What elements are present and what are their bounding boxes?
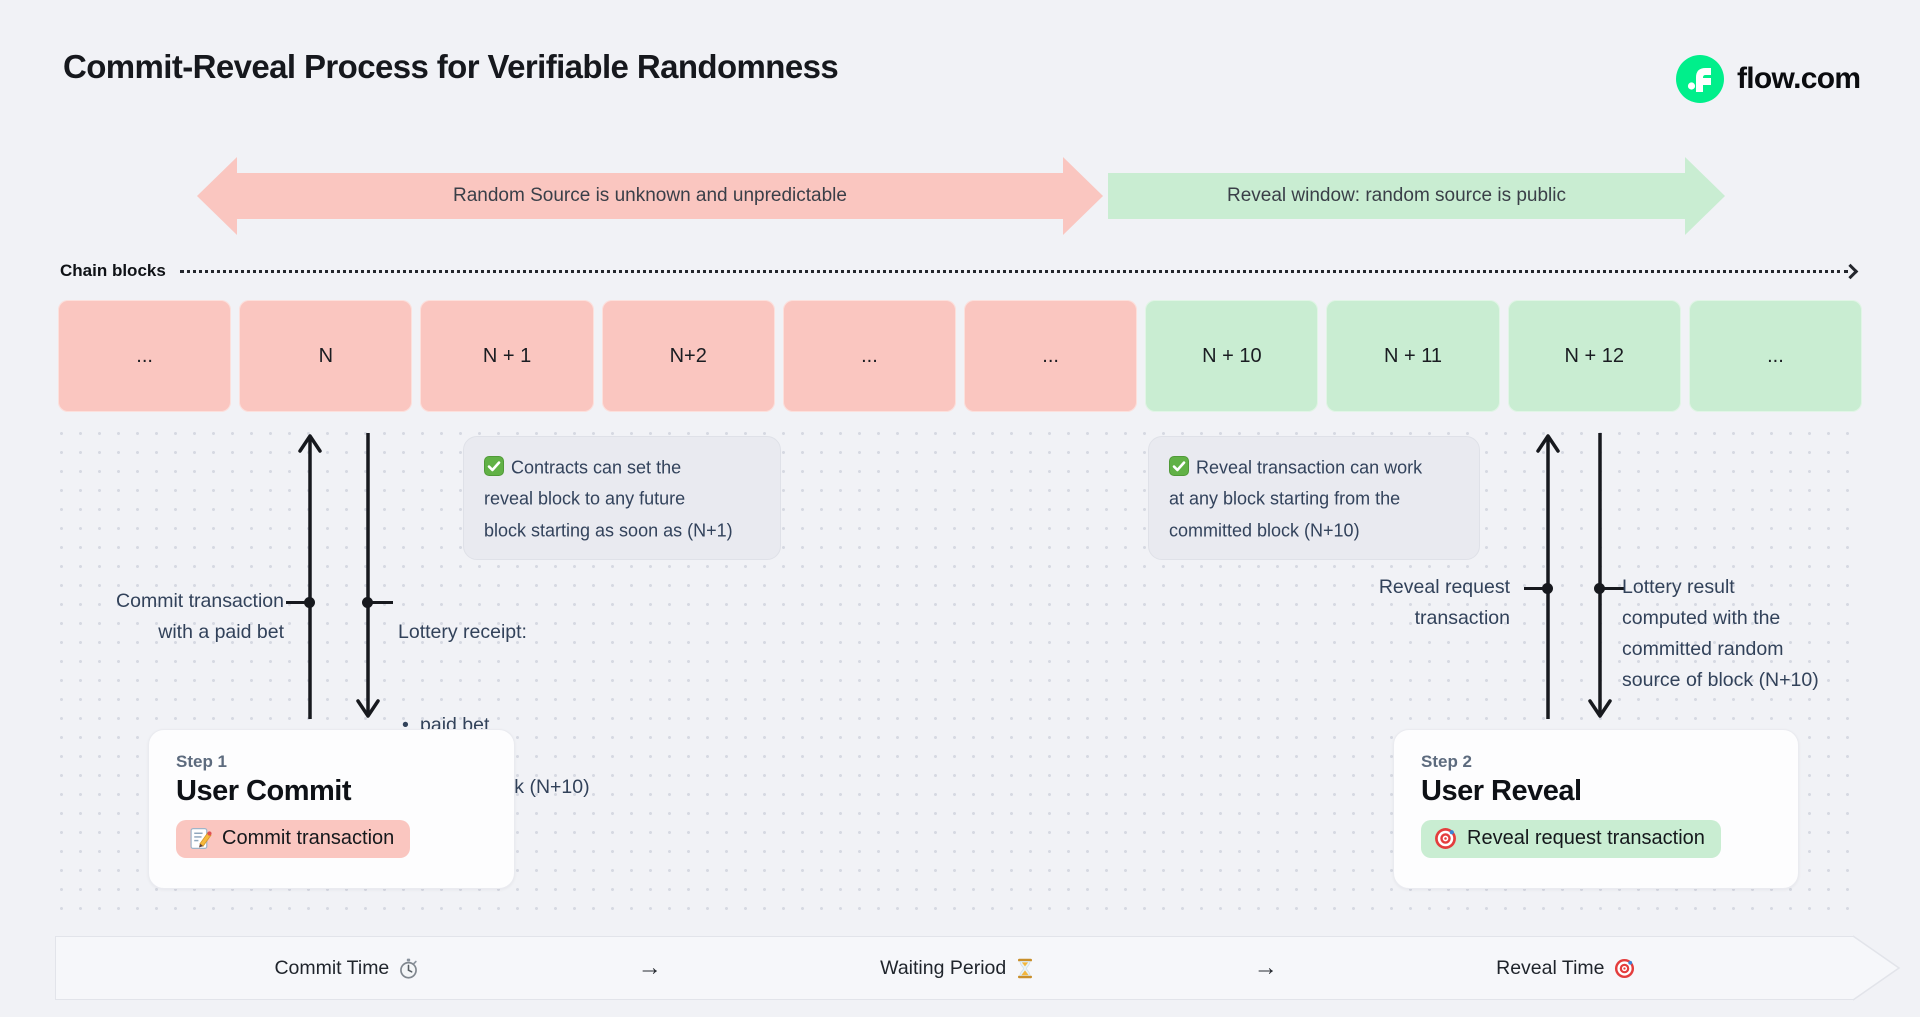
- commit-note-text: Contracts can set the reveal block to an…: [484, 457, 733, 540]
- connector-dot: [304, 597, 315, 608]
- timeline-end-chevron: [1852, 935, 1901, 1001]
- reveal-note-text: Reveal transaction can work at any block…: [1169, 457, 1423, 540]
- step1-card: Step 1 User Commit Commit transaction: [148, 729, 515, 889]
- memo-icon: [190, 827, 212, 850]
- step2-title: User Reveal: [1421, 775, 1582, 807]
- chain-block: N+2: [601, 300, 775, 412]
- band-arrowhead-right-icon: [1063, 157, 1103, 235]
- timeline-arrow: →: [638, 954, 662, 982]
- timeline-bar: Commit Time → Waiting Period →: [55, 936, 1853, 1000]
- chain-blocks-label: Chain blocks: [60, 261, 166, 280]
- reveal-tx-callout: Reveal request transaction: [1378, 576, 1510, 629]
- connector-tick: [1524, 587, 1544, 590]
- timeline-arrow: →: [1254, 954, 1278, 982]
- right-arrow-glyph: →: [1253, 954, 1278, 981]
- connector-dot: [1594, 583, 1605, 594]
- commit-time-label: Commit Time: [274, 956, 390, 979]
- chain-block: ...: [58, 300, 232, 412]
- reveal-request-label: Reveal request transaction: [1467, 827, 1705, 849]
- flow-logo-icon: [1676, 55, 1724, 103]
- stopwatch-icon: [400, 958, 418, 979]
- lottery-result-callout: Lottery result computed with the committ…: [1622, 576, 1819, 691]
- chain-dotted-line: [180, 270, 1848, 273]
- reveal-time-label: Reveal Time: [1496, 956, 1605, 979]
- commit-note-box: Contracts can set the reveal block to an…: [463, 436, 781, 560]
- step1-eyebrow: Step 1: [176, 752, 228, 771]
- chain-block: ...: [1688, 300, 1863, 412]
- connector-tick: [286, 601, 306, 604]
- commit-transaction-pill: Commit transaction: [176, 820, 411, 858]
- timeline-commit-time: Commit Time: [274, 957, 419, 980]
- band-arrowhead-right-icon: [1685, 157, 1725, 235]
- reveal-request-pill: Reveal request transaction: [1421, 820, 1721, 858]
- band-arrowhead-left-icon: [197, 157, 237, 235]
- target-icon: [1435, 828, 1456, 849]
- receipt-down-arrow: [356, 433, 380, 718]
- chain-block: N + 12: [1507, 300, 1681, 412]
- commit-tx-callout: Commit transaction with a paid bet: [116, 590, 284, 643]
- connector-tick: [371, 601, 393, 604]
- reveal-band-label: Reveal window: random source is public: [1227, 185, 1566, 206]
- target-icon: [1614, 958, 1634, 978]
- connector-dot: [362, 597, 373, 608]
- right-arrow-glyph: →: [637, 954, 662, 981]
- chain-block: N + 1: [420, 300, 594, 412]
- hourglass-icon: [1018, 958, 1033, 978]
- page-title: Commit-Reveal Process for Verifiable Ran…: [63, 48, 839, 85]
- reveal-up-arrow: [1536, 434, 1560, 719]
- chain-block: N + 11: [1326, 300, 1500, 412]
- reveal-window-band: Reveal window: random source is public: [1108, 157, 1725, 235]
- waiting-period-label: Waiting Period: [880, 956, 1007, 979]
- timeline-reveal-time: Reveal Time: [1496, 957, 1634, 980]
- connector-dot: [1542, 583, 1553, 594]
- reveal-note-box: Reveal transaction can work at any block…: [1148, 436, 1480, 560]
- commit-transaction-label: Commit transaction: [222, 827, 395, 849]
- commit-window-band: Random Source is unknown and unpredictab…: [197, 157, 1103, 235]
- step2-eyebrow: Step 2: [1421, 752, 1473, 771]
- commit-up-arrow: [298, 434, 322, 719]
- check-icon: [1169, 456, 1189, 476]
- timeline-waiting-period: Waiting Period: [880, 957, 1035, 980]
- commit-band-label: Random Source is unknown and unpredictab…: [453, 185, 847, 206]
- chain-block: N: [239, 300, 413, 412]
- chain-block: ...: [964, 300, 1138, 412]
- lottery-receipt-title: Lottery receipt:: [398, 621, 527, 643]
- chain-block: N + 10: [1145, 300, 1319, 412]
- chain-block-row: ... N N + 1 N+2 ... ... N + 10 N + 11 N …: [58, 300, 1863, 412]
- step1-title: User Commit: [176, 775, 352, 807]
- brand-name: flow.com: [1737, 62, 1861, 95]
- step2-card: Step 2 User Reveal Reveal request transa…: [1393, 729, 1799, 889]
- chain-block: ...: [782, 300, 957, 412]
- result-down-arrow: [1588, 433, 1612, 718]
- connector-tick: [1603, 587, 1625, 590]
- check-icon: [484, 456, 504, 476]
- brand-link[interactable]: flow.com: [1676, 54, 1861, 104]
- chain-arrowhead-icon: [1842, 263, 1859, 280]
